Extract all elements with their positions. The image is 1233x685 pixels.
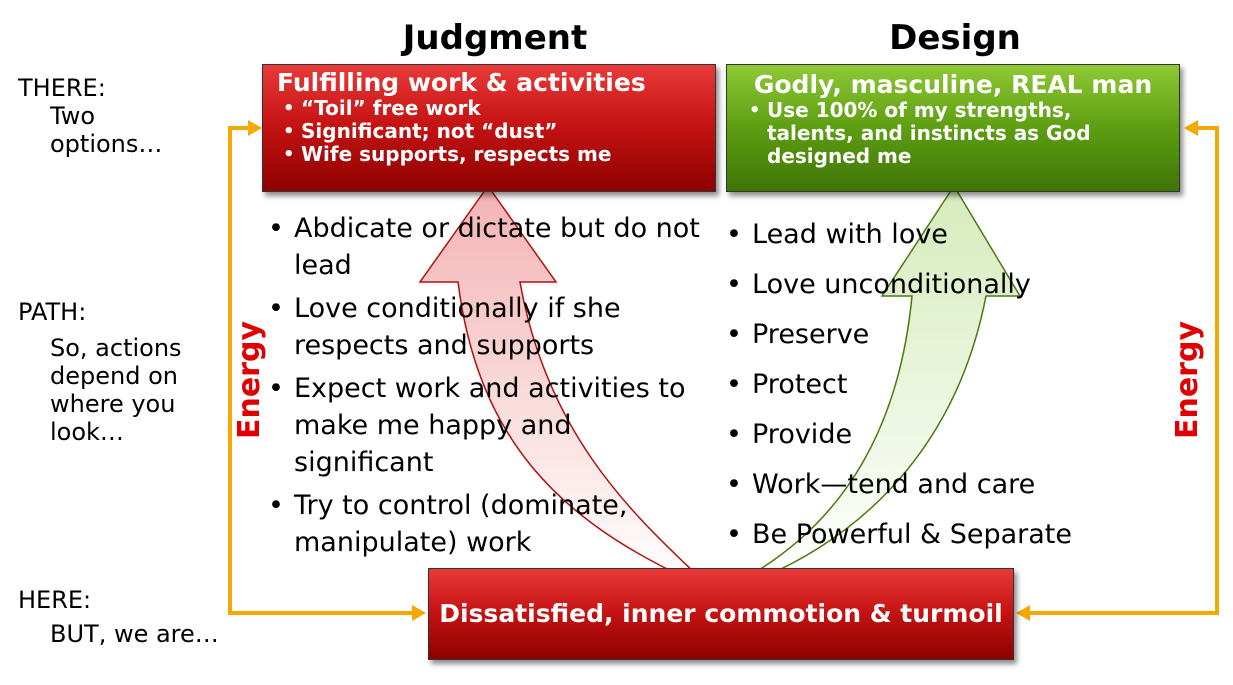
there-label: THERE: Two options… — [18, 74, 162, 158]
arrowhead-left-bottom — [412, 605, 426, 621]
judgment-box: Fulfilling work & activities “Toil” free… — [262, 64, 716, 192]
dissatisfied-box: Dissatisfied, inner commotion & turmoil — [428, 568, 1014, 660]
path-line-3: where you — [50, 390, 176, 418]
design-list-item: Work—tend and care — [722, 460, 1162, 510]
path-title: PATH: — [18, 298, 87, 326]
design-list: Lead with love Love unconditionally Pres… — [722, 210, 1162, 560]
design-list-item: Lead with love — [722, 210, 1162, 260]
design-list-item: Preserve — [722, 310, 1162, 360]
energy-loop-right — [1028, 126, 1219, 615]
judgment-box-bullet: Significant; not “dust” — [275, 120, 703, 144]
design-box-title: Godly, masculine, REAL man — [753, 70, 1153, 99]
path-line-1: So, actions — [50, 334, 182, 362]
judgment-box-title: Fulfilling work & activities — [277, 68, 646, 97]
design-heading: Design — [889, 18, 1021, 58]
path-line-2: depend on — [50, 362, 178, 390]
here-title: HERE: — [18, 586, 92, 614]
energy-label-right: Energy — [1170, 320, 1205, 440]
arrowhead-left-top — [248, 120, 262, 136]
judgment-list-item: Love conditionally if she respects and s… — [264, 290, 704, 364]
judgment-heading: Judgment — [402, 18, 588, 58]
arrowhead-right-bottom — [1016, 605, 1030, 621]
judgment-list-item: Try to control (dominate, manipulate) wo… — [264, 487, 704, 561]
energy-loop-left — [228, 126, 415, 615]
dissatisfied-box-title: Dissatisfied, inner commotion & turmoil — [439, 599, 1003, 628]
design-box-bullet: Use 100% of my strengths, talents, and i… — [741, 99, 1165, 168]
design-list-item: Be Powerful & Separate — [722, 510, 1162, 560]
design-list-item: Provide — [722, 410, 1162, 460]
arrowhead-right-top — [1184, 120, 1198, 136]
path-line-4: look… — [50, 418, 124, 446]
there-line-1: Two — [50, 102, 95, 130]
judgment-list-item: Expect work and activities to make me ha… — [264, 370, 704, 481]
design-box: Godly, masculine, REAL man Use 100% of m… — [726, 64, 1180, 192]
design-list-item: Protect — [722, 360, 1162, 410]
judgment-list-item: Abdicate or dictate but do not lead — [264, 210, 704, 284]
energy-label-left: Energy — [232, 320, 267, 440]
design-box-bullets: Use 100% of my strengths, talents, and i… — [741, 99, 1165, 168]
there-line-2: options… — [50, 130, 163, 158]
judgment-box-bullet: “Toil” free work — [275, 97, 703, 121]
there-title: THERE: — [18, 74, 106, 102]
path-label: PATH: So, actions depend on where you lo… — [18, 298, 182, 446]
design-list-item: Love unconditionally — [722, 260, 1162, 310]
judgment-box-bullet: Wife supports, respects me — [275, 143, 703, 167]
judgment-box-bullets: “Toil” free work Significant; not “dust”… — [275, 97, 703, 167]
here-line-1: BUT, we are… — [50, 620, 219, 648]
here-label: HERE: BUT, we are… — [18, 586, 219, 648]
judgment-list: Abdicate or dictate but do not lead Love… — [264, 210, 704, 561]
